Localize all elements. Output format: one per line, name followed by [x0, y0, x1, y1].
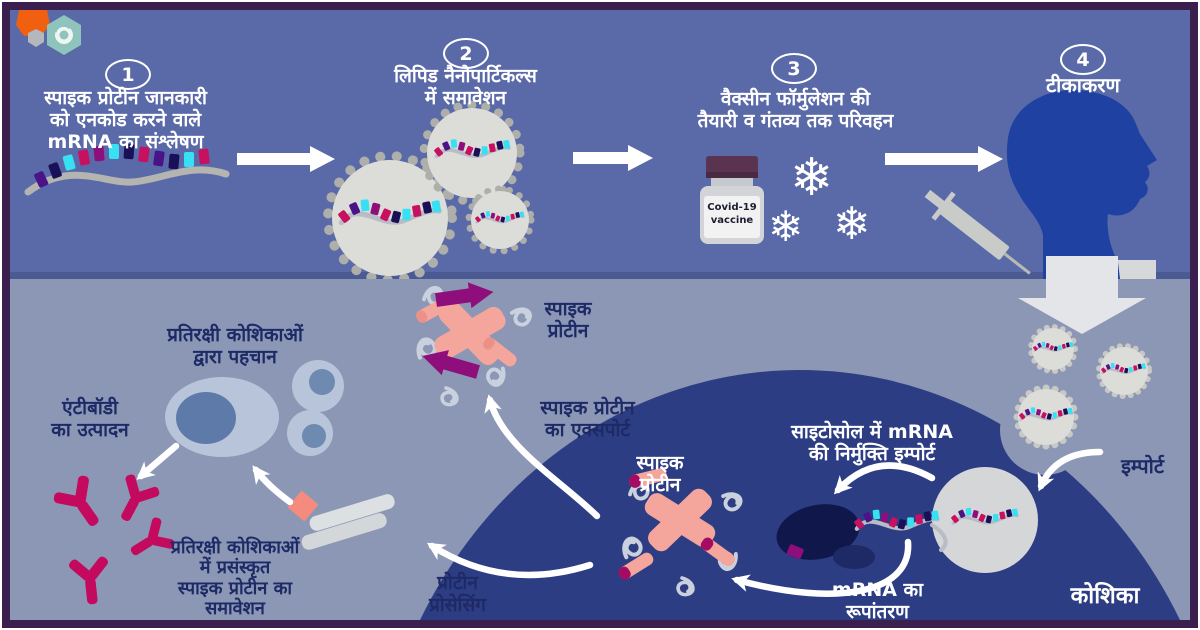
step-2-badge: 2 — [443, 38, 489, 69]
cell-label: कोशिका — [1070, 583, 1140, 609]
arrow-spike-export — [484, 394, 601, 520]
spike-protein-outside-label: स्पाइक प्रोटीन — [544, 298, 592, 343]
flow-arrows — [136, 394, 1104, 597]
panel-divider — [10, 272, 1190, 279]
syringe-icon — [924, 189, 1031, 275]
step-1-number: 1 — [121, 63, 135, 86]
step-arrow-1-icon — [237, 146, 335, 172]
immune-cells — [165, 360, 344, 457]
step-3-number: 3 — [787, 57, 801, 80]
mrna-strand-step1 — [24, 143, 230, 196]
lipid-nanoparticle-small — [465, 185, 535, 255]
lipid-nanoparticle-entering-2 — [1096, 343, 1152, 399]
protein-processing-label: प्रोटीन प्रोसेसिंग — [428, 572, 487, 617]
snowflake-icon: ❄ — [833, 197, 871, 250]
step-2-number: 2 — [459, 42, 473, 65]
endosome-vesicle — [932, 467, 1038, 573]
lipid-nanoparticle-large — [323, 151, 457, 279]
arrow-import — [1037, 448, 1104, 492]
recognition-label: प्रतिरक्षी कोशिकाओं द्वारा पहचान — [167, 324, 303, 369]
arrow-mrna-translation — [731, 538, 912, 597]
step-1-label: स्पाइक प्रोटीन जानकारी को एनकोड करने वाल… — [44, 87, 207, 154]
snowflake-icon: ❄ — [790, 148, 834, 208]
vial-label: Covid-19 vaccine — [707, 202, 757, 226]
arrow-cytosol-release — [833, 462, 936, 495]
lipid-nanoparticle-entering-3 — [1013, 384, 1079, 450]
arrow-to-antibodies — [136, 442, 180, 480]
mrna-translation-label: mRNA का रूपांतरण — [831, 579, 924, 624]
vaccine-vial — [700, 156, 764, 244]
import-label: इम्पोर्ट — [1121, 454, 1164, 478]
step-4-label: टीकाकरण — [1046, 73, 1120, 97]
logo-icon — [16, 10, 81, 55]
arrow-to-immune-cells — [252, 465, 294, 506]
spike-export-label: स्पाइक प्रोटीन का एक्सपोर्ट — [540, 397, 635, 442]
lipid-nanoparticle-entering-1 — [1028, 324, 1078, 374]
head-silhouette — [1006, 90, 1157, 279]
big-down-arrow-icon — [1018, 256, 1146, 334]
step-3-label: वैक्सीन फॉर्मुलेशन की तैयारी व गंतव्य तक… — [697, 88, 894, 133]
incorporation-label: प्रतिरक्षी कोशिकाओं में प्रसंस्कृत स्पाइ… — [170, 537, 300, 619]
snowflake-icon: ❄ — [768, 202, 804, 251]
step-1-badge: 1 — [105, 59, 151, 90]
cytosol-release-label: साइटोसोल में mRNA की निर्मुक्ति इम्पोर्ट — [791, 421, 953, 466]
arrow-protein-processing — [426, 542, 594, 579]
step-3-badge: 3 — [771, 53, 817, 84]
top-panel-background — [10, 10, 1190, 272]
presented-spike-on-membrane — [287, 490, 395, 550]
ribosome-translation — [776, 504, 948, 569]
antibody-production-label: एंटीबॉडी का उत्पादन — [51, 397, 129, 442]
step-arrow-2-icon — [573, 145, 653, 171]
lipid-nanoparticle-medium — [419, 100, 525, 206]
step-4-badge: 4 — [1060, 44, 1106, 75]
step-2-label: लिपिड नैनोपार्टिकल्स में समावेशन — [394, 65, 537, 110]
step-4-number: 4 — [1076, 48, 1090, 71]
step-arrow-3-icon — [885, 146, 1003, 172]
spike-protein-inside-label: स्पाइक प्रोटीन — [636, 452, 684, 497]
